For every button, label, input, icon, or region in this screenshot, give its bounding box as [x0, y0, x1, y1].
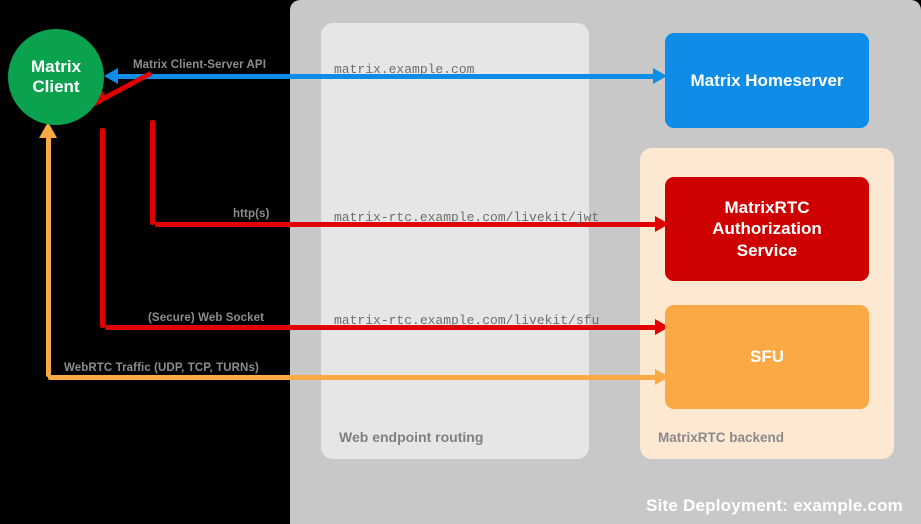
node-auth-service-line3: Service	[736, 240, 798, 260]
livekit-jwt-line-horizontal	[155, 222, 663, 227]
client-server-api-arrow-left-icon	[104, 68, 118, 84]
webrtc-traffic-arrow-client-icon	[39, 122, 57, 138]
client-server-api-arrow-right-icon	[653, 68, 667, 84]
site-deployment-label: Site Deployment: example.com	[646, 496, 903, 515]
edge-label-webrtc-traffic: WebRTC Traffic (UDP, TCP, TURNs)	[64, 362, 259, 374]
node-auth-service-line1: MatrixRTC	[724, 198, 810, 218]
node-matrix-client[interactable]: Matrix Client	[8, 29, 104, 125]
webrtc-traffic-line-vertical	[46, 135, 51, 377]
web-endpoint-routing-panel: Web endpoint routing	[321, 23, 589, 459]
matrixrtc-backend-label: MatrixRTC backend	[658, 430, 785, 445]
node-matrix-client-line1: Matrix	[30, 57, 82, 77]
webrtc-traffic-line-horizontal	[48, 375, 663, 380]
endpoint-livekit-sfu: matrix-rtc.example.com/livekit/sfu	[334, 313, 600, 328]
endpoint-matrix-example-com: matrix.example.com	[334, 62, 475, 77]
edge-label-client-server-api: Matrix Client-Server API	[133, 59, 266, 71]
node-matrix-client-line2: Client	[32, 77, 80, 96]
livekit-sfu-line-vertical	[100, 128, 105, 328]
node-matrix-homeserver[interactable]: Matrix Homeserver	[665, 33, 869, 128]
web-endpoint-routing-label: Web endpoint routing	[339, 429, 484, 445]
edge-label-https: http(s)	[233, 208, 270, 220]
livekit-sfu-line-horizontal	[105, 325, 663, 330]
node-auth-service-line2: Authorization	[712, 219, 822, 239]
node-sfu-label: SFU	[750, 347, 784, 366]
client-server-api-line	[116, 74, 661, 79]
livekit-jwt-line-vertical	[150, 120, 155, 225]
node-matrix-homeserver-label: Matrix Homeserver	[690, 70, 844, 90]
edge-label-web-socket: (Secure) Web Socket	[148, 312, 265, 324]
node-matrixrtc-authorization-service[interactable]: MatrixRTC Authorization Service	[665, 177, 869, 281]
endpoint-livekit-jwt: matrix-rtc.example.com/livekit/jwt	[334, 210, 600, 225]
node-sfu[interactable]: SFU	[665, 305, 869, 409]
